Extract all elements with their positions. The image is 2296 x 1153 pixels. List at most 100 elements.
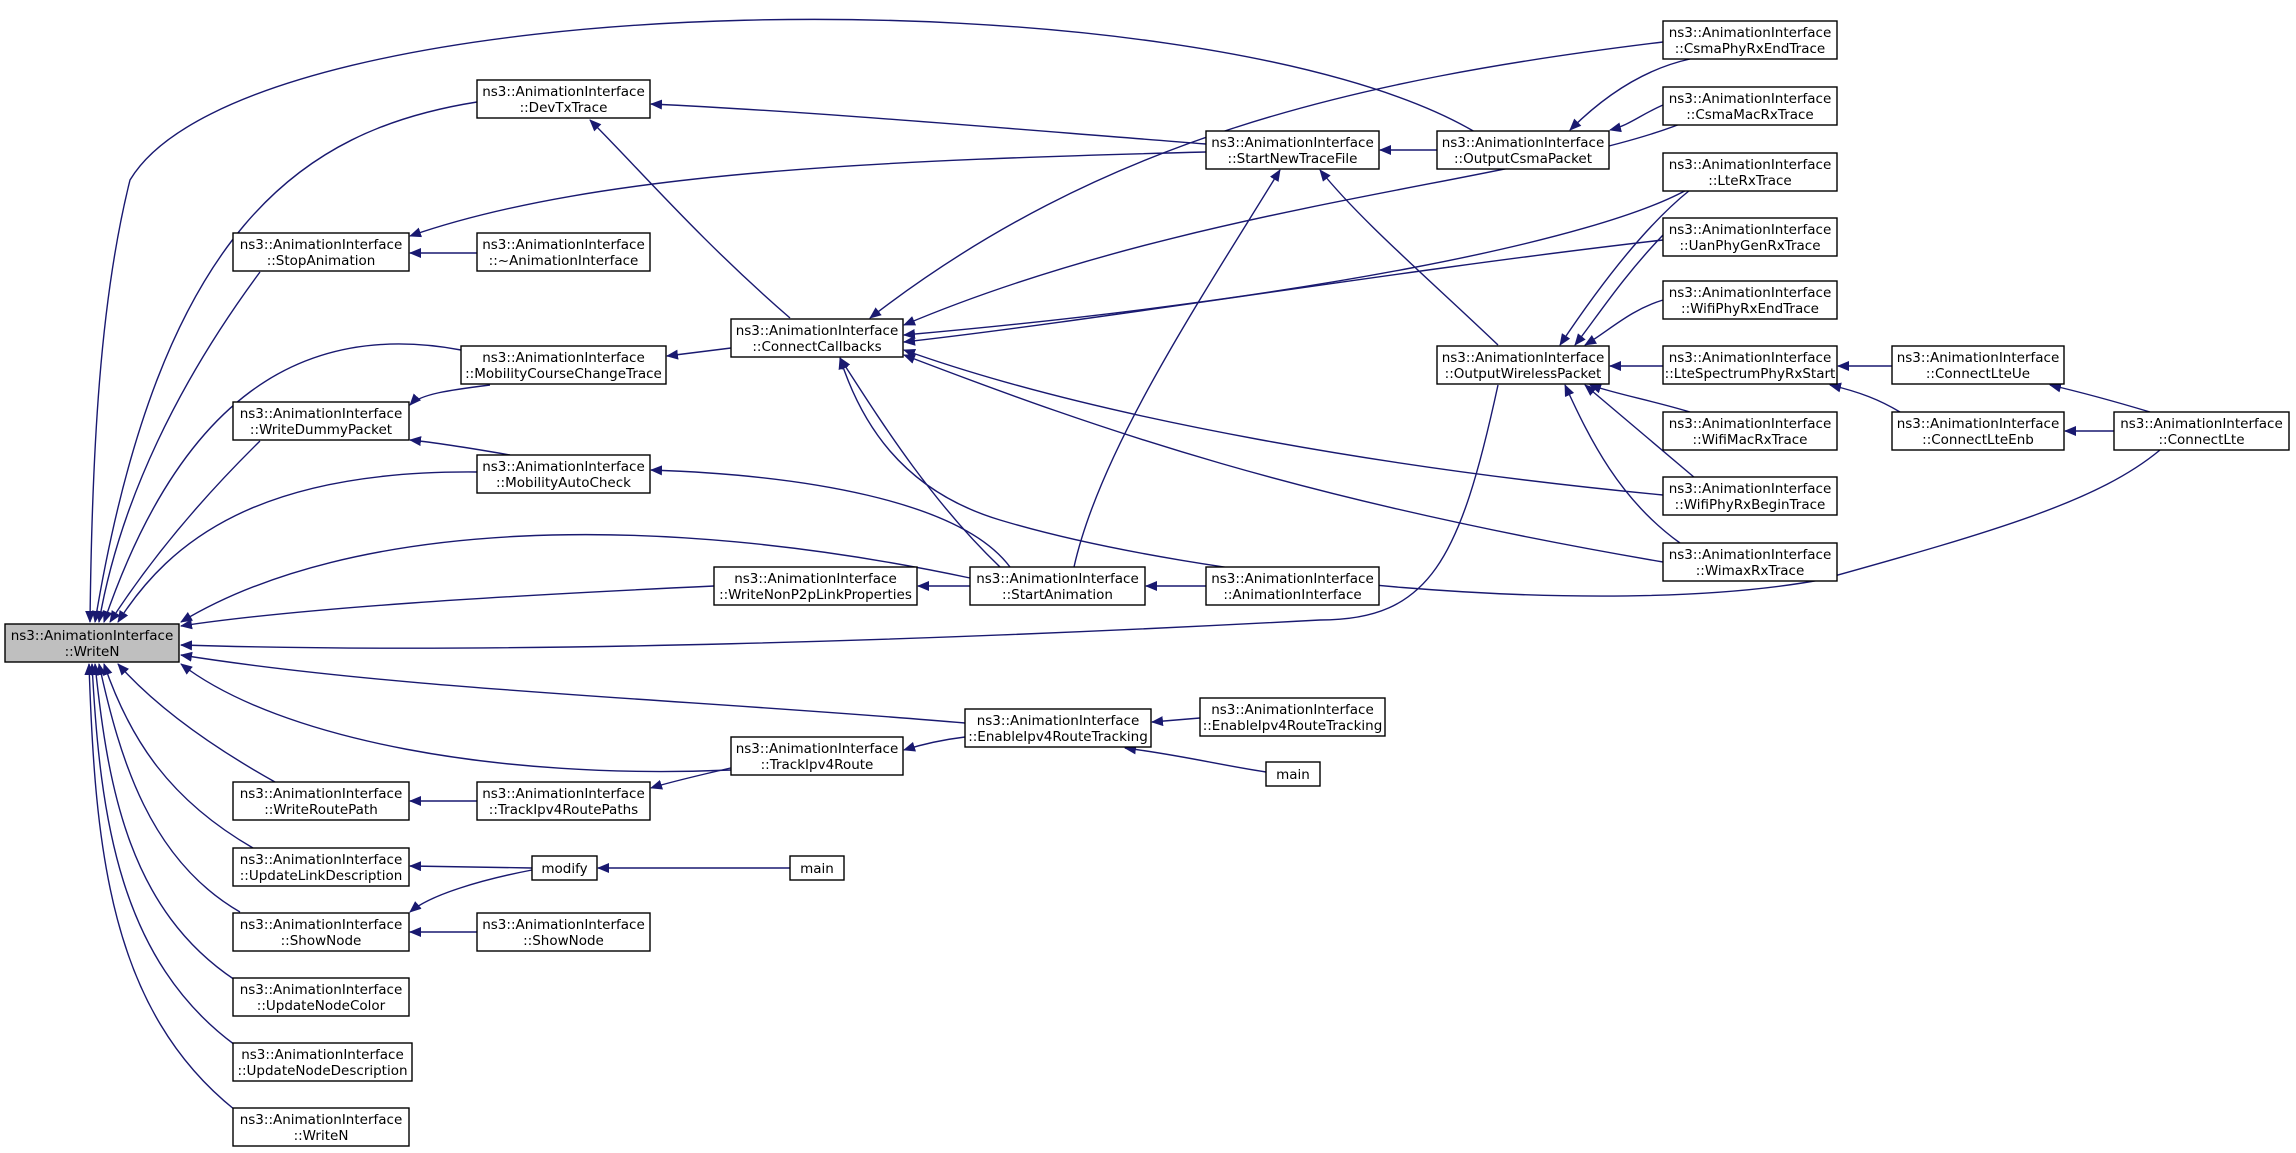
node-label-line1: ns3::AnimationInterface [1669, 547, 1832, 563]
node-mobAuto[interactable]: ns3::AnimationInterface::MobilityAutoChe… [476, 454, 651, 494]
node-updNodeDesc[interactable]: ns3::AnimationInterface::UpdateNodeDescr… [232, 1042, 413, 1082]
node-label-line2: ::CsmaPhyRxEndTrace [1675, 41, 1826, 57]
node-mainModify[interactable]: main [789, 855, 845, 881]
node-label-line2: ::WifiPhyRxBeginTrace [1675, 497, 1826, 513]
edge-connectLte-to-connectCb [838, 357, 2161, 597]
node-showNode1[interactable]: ns3::AnimationInterface::ShowNode [232, 912, 410, 952]
node-dtor[interactable]: ns3::AnimationInterface::~AnimationInter… [476, 232, 651, 272]
node-wifiMacRx[interactable]: ns3::AnimationInterface::WifiMacRxTrace [1662, 411, 1838, 451]
edge-startNewTrace-to-devTx [650, 99, 1207, 145]
node-label-line1: ns3::AnimationInterface [482, 917, 645, 933]
node-label-line1: ns3::AnimationInterface [482, 786, 645, 802]
node-box [1199, 697, 1386, 737]
edge-writeDummy-to-writeN [109, 440, 261, 623]
node-label-line1: ns3::AnimationInterface [734, 571, 897, 587]
edge-enableRoute-to-trackRoute [903, 736, 966, 752]
edge-showNode1-to-writeN [96, 663, 241, 913]
node-connectLteEnb[interactable]: ns3::AnimationInterface::ConnectLteEnb [1891, 411, 2065, 451]
node-wimaxRx[interactable]: ns3::AnimationInterface::WimaxRxTrace [1662, 542, 1838, 582]
edge-lteRx-to-connectCb [903, 187, 1691, 340]
node-mainRoute[interactable]: main [1265, 761, 1321, 787]
node-box [232, 1042, 413, 1082]
node-label-line1: ns3::AnimationInterface [1211, 571, 1374, 587]
edge-enableRoute2-to-enableRoute [1151, 716, 1201, 727]
node-label-line2: ::MobilityAutoCheck [496, 475, 631, 491]
node-outWireless[interactable]: ns3::AnimationInterface::OutputWirelessP… [1436, 345, 1610, 385]
edge-wimaxRx-to-connectCb [903, 354, 1664, 563]
node-writeN[interactable]: ns3::AnimationInterface::WriteN [4, 623, 180, 663]
node-connectLteUe[interactable]: ns3::AnimationInterface::ConnectLteUe [1891, 345, 2065, 385]
node-box [4, 623, 180, 663]
node-stopAnim[interactable]: ns3::AnimationInterface::StopAnimation [232, 232, 410, 272]
node-uanPhyGenRx[interactable]: ns3::AnimationInterface::UanPhyGenRxTrac… [1662, 217, 1838, 257]
node-connectLte[interactable]: ns3::AnimationInterface::ConnectLte [2113, 411, 2290, 451]
node-label-line1: ns3::AnimationInterface [482, 84, 645, 100]
node-label-line2: ::WriteDummyPacket [250, 422, 392, 438]
node-wifiPhyRxBegin[interactable]: ns3::AnimationInterface::WifiPhyRxBeginT… [1662, 476, 1838, 516]
node-label-line1: ns3::AnimationInterface [1211, 135, 1374, 151]
edge-connectLte-to-connectLteUe [2049, 382, 2151, 413]
node-label-line2: ::DevTxTrace [520, 100, 608, 116]
edge-mobCourse-to-writeDummy [409, 384, 491, 406]
node-label-line2: ::WriteNonP2pLinkProperties [719, 587, 912, 603]
edge-csmaPhyRxEnd-to-connectCb [869, 41, 1664, 319]
node-lteRx[interactable]: ns3::AnimationInterface::LteRxTrace [1662, 152, 1838, 192]
node-devTx[interactable]: ns3::AnimationInterface::DevTxTrace [476, 79, 651, 119]
node-label-line1: ns3::AnimationInterface [1669, 157, 1832, 173]
node-mobCourse[interactable]: ns3::AnimationInterface::MobilityCourseC… [460, 345, 667, 385]
node-label-line2: ::StopAnimation [267, 253, 376, 269]
node-label-line2: ::EnableIpv4RouteTracking [968, 729, 1148, 745]
node-label-line2: ::UpdateNodeDescription [237, 1063, 407, 1079]
node-label-line1: main [800, 861, 834, 877]
node-writeN2[interactable]: ns3::AnimationInterface::WriteN [232, 1107, 410, 1147]
edge-writeNonP2p-to-writeN [180, 585, 715, 630]
node-enableRoute2[interactable]: ns3::AnimationInterface::EnableIpv4Route… [1199, 697, 1386, 737]
node-modify[interactable]: modify [531, 855, 598, 881]
node-wifiPhyRxEnd[interactable]: ns3::AnimationInterface::WifiPhyRxEndTra… [1662, 280, 1838, 320]
node-box [232, 401, 410, 441]
node-box [476, 79, 651, 119]
node-label-line1: ns3::AnimationInterface [240, 786, 403, 802]
node-trackRoute[interactable]: ns3::AnimationInterface::TrackIpv4Route [730, 736, 904, 776]
node-label-line2: ::LteRxTrace [1708, 173, 1791, 189]
node-label-line1: main [1276, 767, 1310, 783]
node-enableRoute[interactable]: ns3::AnimationInterface::EnableIpv4Route… [964, 708, 1152, 748]
node-writeRoute[interactable]: ns3::AnimationInterface::WriteRoutePath [232, 781, 410, 821]
node-label-line1: ns3::AnimationInterface [1897, 350, 2060, 366]
edge-stopAnim-to-writeN [95, 271, 261, 623]
node-updLink[interactable]: ns3::AnimationInterface::UpdateLinkDescr… [232, 847, 410, 887]
edge-outWireless-to-startNewTrace [1319, 169, 1499, 346]
node-box [476, 454, 651, 494]
node-ctor[interactable]: ns3::AnimationInterface::AnimationInterf… [1205, 566, 1380, 606]
node-showNode2[interactable]: ns3::AnimationInterface::ShowNode [476, 912, 651, 952]
node-label-line1: ns3::AnimationInterface [2120, 416, 2283, 432]
node-trackRoutePaths[interactable]: ns3::AnimationInterface::TrackIpv4RouteP… [476, 781, 651, 821]
node-csmaPhyRxEnd[interactable]: ns3::AnimationInterface::CsmaPhyRxEndTra… [1662, 20, 1838, 60]
node-updColor[interactable]: ns3::AnimationInterface::UpdateNodeColor [232, 977, 410, 1017]
node-label-line1: ns3::AnimationInterface [482, 459, 645, 475]
edge-layer [84, 18, 2161, 1111]
node-lteSpectrum[interactable]: ns3::AnimationInterface::LteSpectrumPhyR… [1662, 345, 1838, 385]
edge-devTx-to-writeN [91, 101, 478, 623]
edge-mobAuto-to-writeDummy [409, 436, 511, 456]
node-box [232, 847, 410, 887]
edge-startAnim-to-connectCb [839, 357, 1001, 568]
node-box [232, 977, 410, 1017]
node-label-line2: ::ConnectLteUe [1926, 366, 2030, 382]
node-writeDummy[interactable]: ns3::AnimationInterface::WriteDummyPacke… [232, 401, 410, 441]
node-label-line2: ::EnableIpv4RouteTracking [1203, 718, 1383, 734]
node-outCsma[interactable]: ns3::AnimationInterface::OutputCsmaPacke… [1436, 130, 1610, 170]
edge-connectCb-to-devTx [589, 119, 791, 319]
node-connectCb[interactable]: ns3::AnimationInterface::ConnectCallback… [730, 318, 904, 358]
edge-wimaxRx-to-outWireless [1564, 384, 1681, 544]
node-startAnim[interactable]: ns3::AnimationInterface::StartAnimation [969, 566, 1146, 606]
node-csmaMacRx[interactable]: ns3::AnimationInterface::CsmaMacRxTrace [1662, 86, 1838, 126]
node-label-line2: ::WriteN [65, 644, 120, 660]
node-label-line1: ns3::AnimationInterface [1897, 416, 2060, 432]
node-label-line2: ::UpdateNodeColor [257, 998, 386, 1014]
node-label-line2: ::StartNewTraceFile [1228, 151, 1358, 167]
node-startNewTrace[interactable]: ns3::AnimationInterface::StartNewTraceFi… [1205, 130, 1380, 170]
node-label-line1: ns3::AnimationInterface [240, 852, 403, 868]
node-writeNonP2p[interactable]: ns3::AnimationInterface::WriteNonP2pLink… [713, 566, 918, 606]
node-label-line2: ::WriteN [294, 1128, 349, 1144]
